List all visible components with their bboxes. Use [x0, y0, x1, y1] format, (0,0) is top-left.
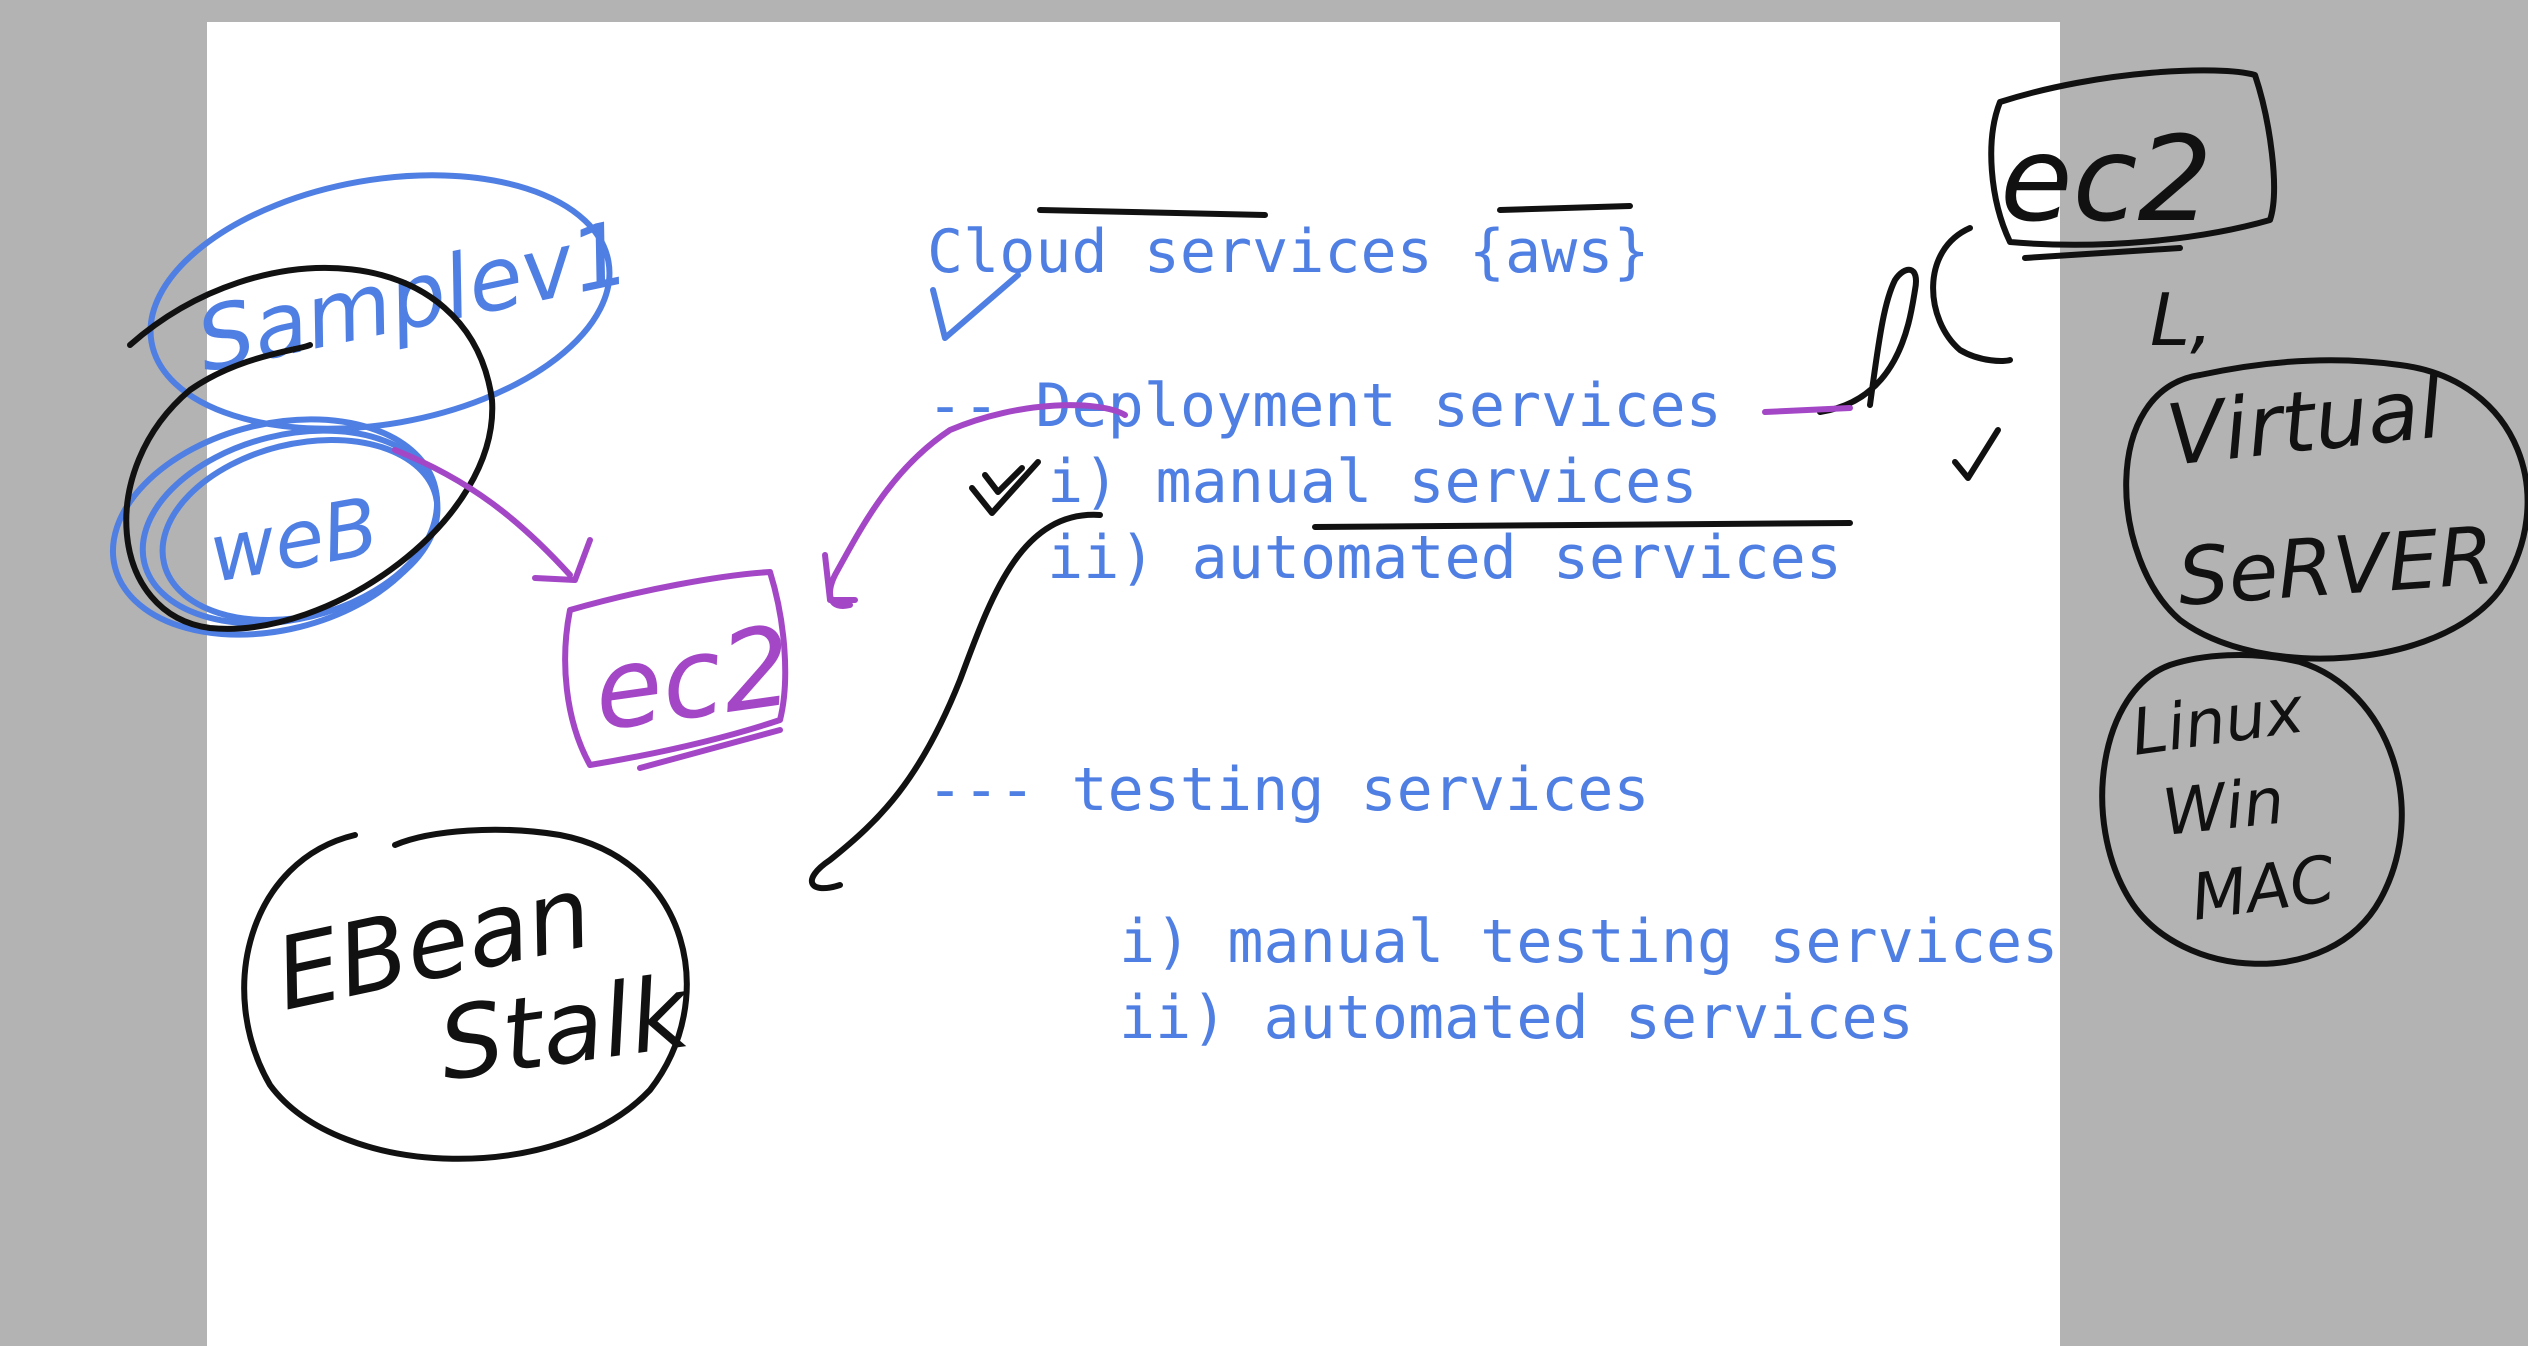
l-mark-label: L,: [2150, 278, 2213, 362]
virtual-label: Virtual: [2162, 359, 2447, 485]
typed-line-testing-services: --- testing services: [927, 755, 1650, 825]
typed-line-cloud-services: Cloud services {aws}: [927, 217, 1650, 287]
mac-label: MAC: [2187, 843, 2340, 936]
server-label: SeRVER: [2175, 509, 2497, 624]
linux-label: Linux: [2127, 673, 2309, 770]
typed-line-deployment-services: -- Deployment services: [927, 371, 1722, 441]
typed-line-manual-testing-services: i) manual testing services: [1119, 907, 2059, 977]
typed-line-manual-services: i) manual services: [1011, 447, 1698, 517]
win-label: Win: [2159, 765, 2288, 851]
virtual-server-circle: [2123, 357, 2528, 662]
os-circle: [2099, 651, 2405, 967]
typed-line-automated-testing-services: ii) automated services: [1119, 983, 1914, 1053]
typed-line-automated-services: ii) automated services: [1011, 523, 1842, 593]
